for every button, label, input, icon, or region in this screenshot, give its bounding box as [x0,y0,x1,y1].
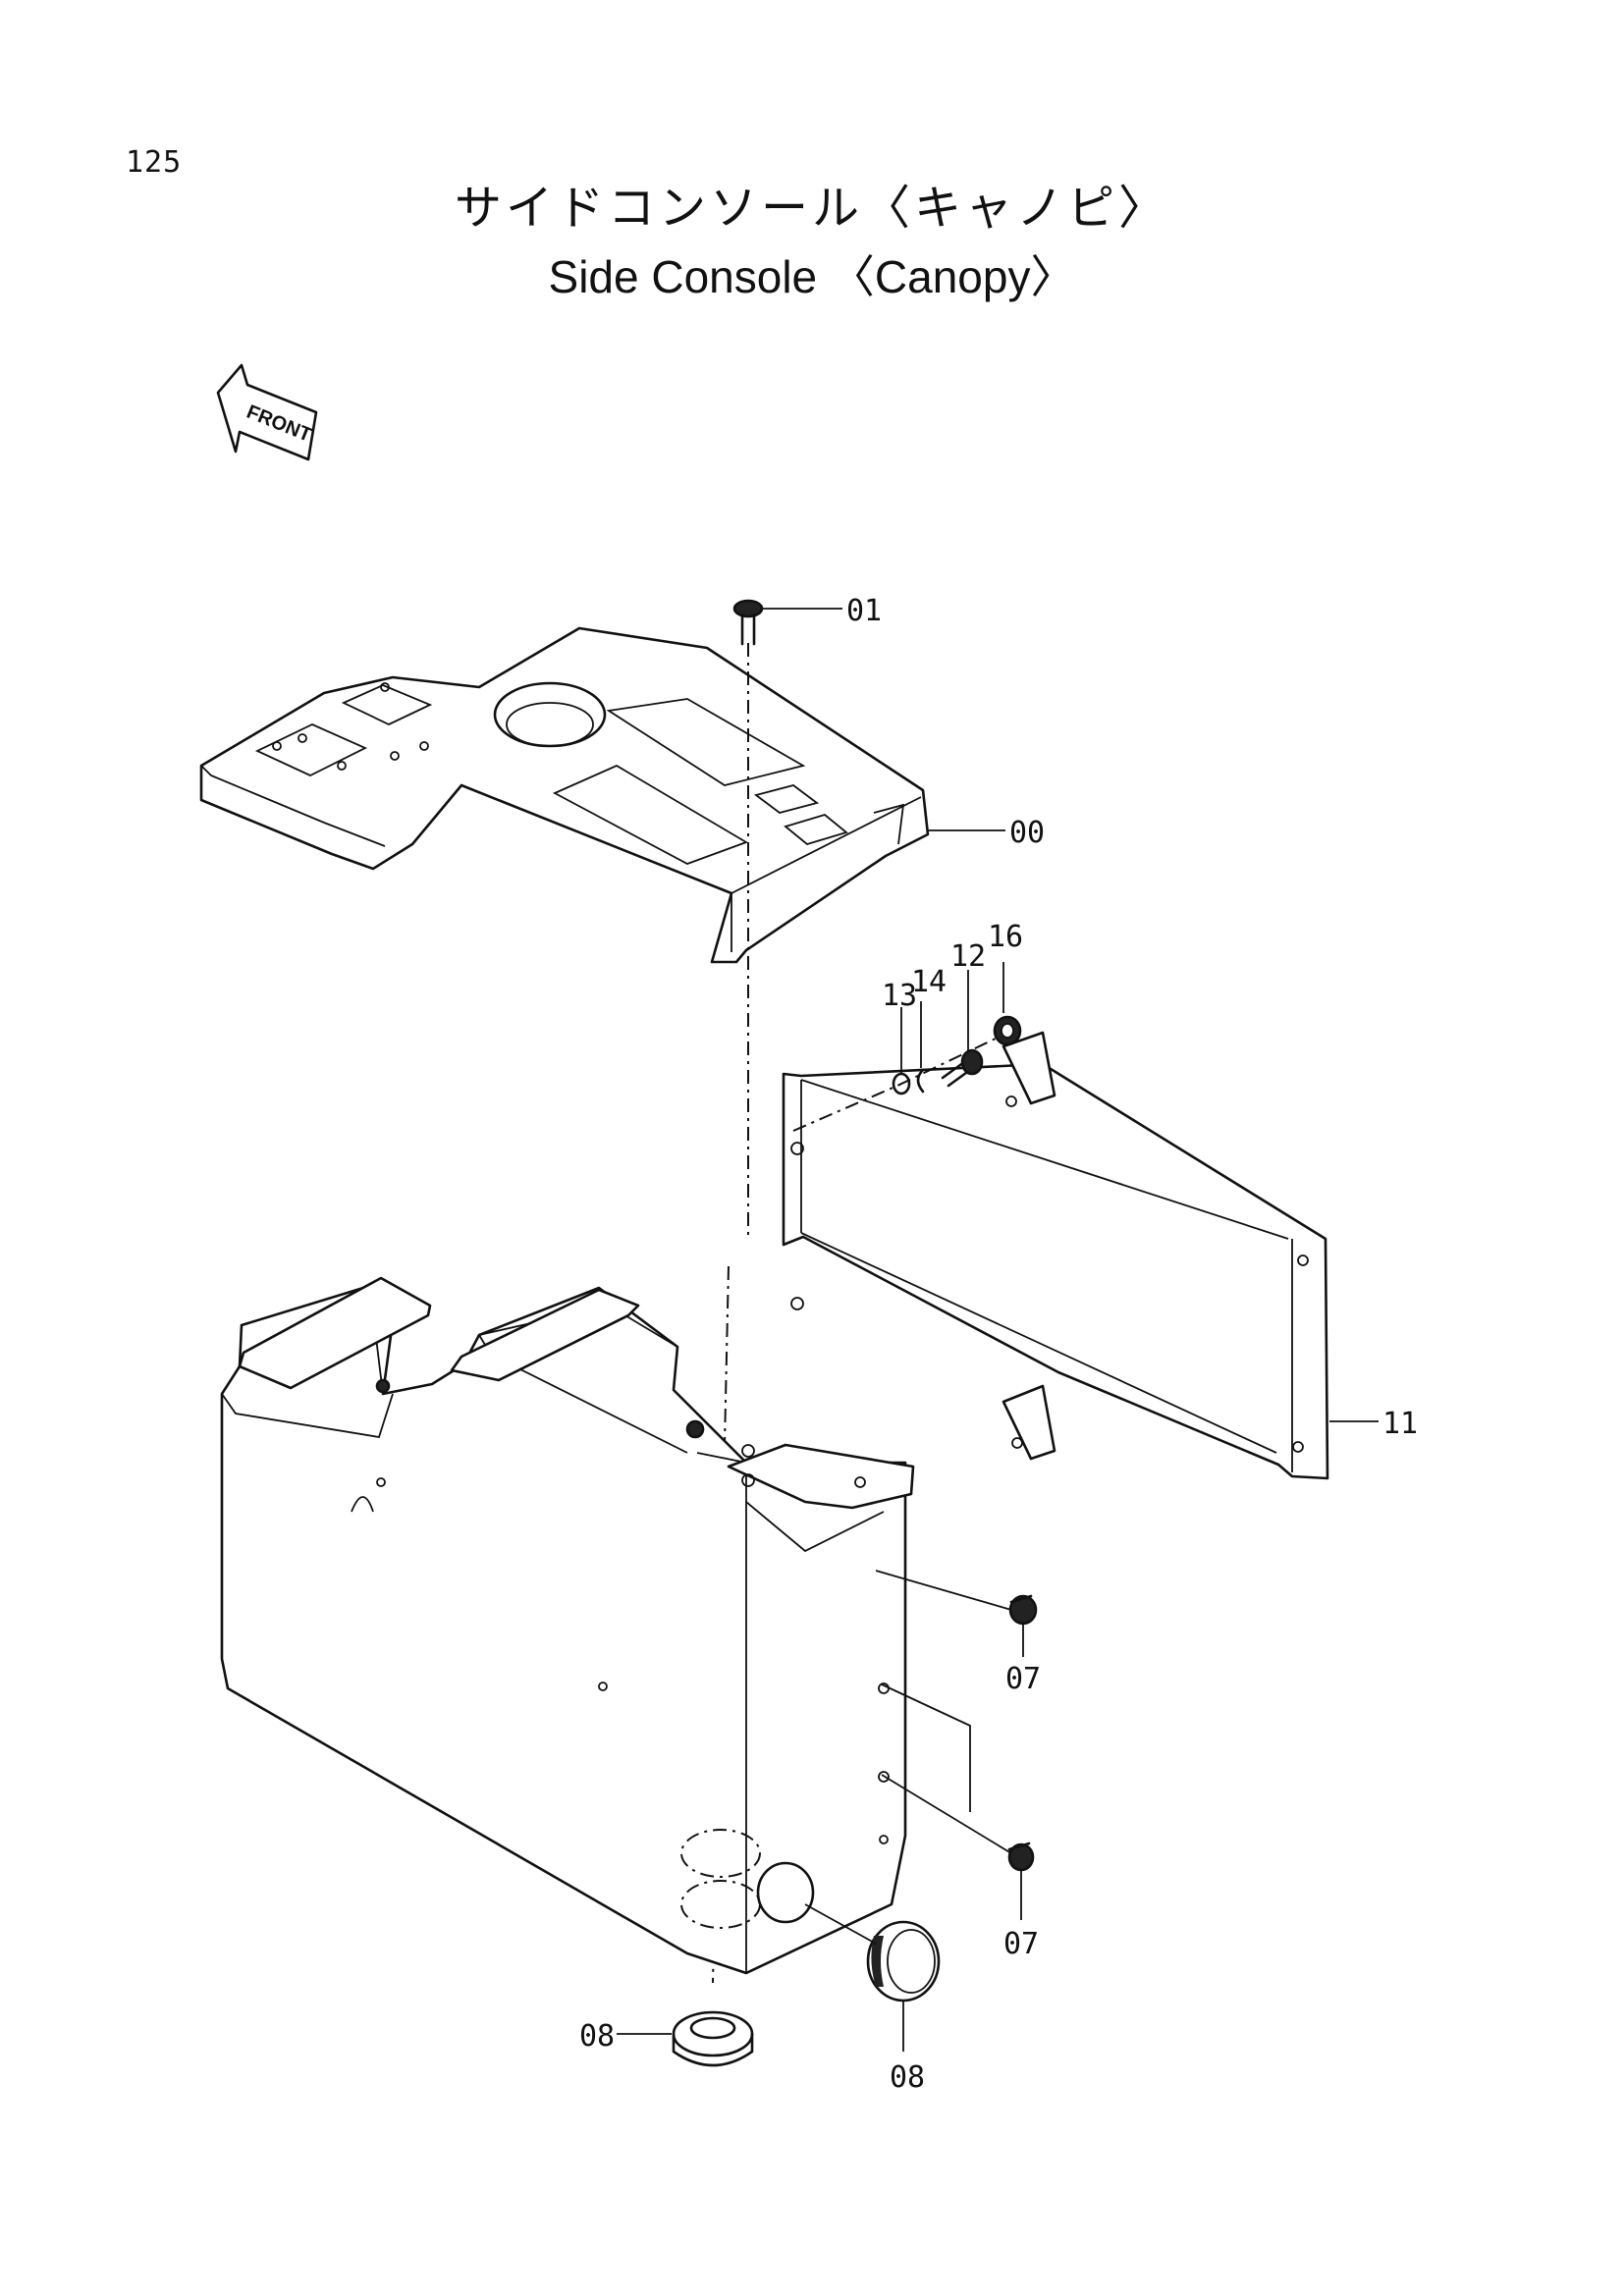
page-title-japanese: サイドコンソール〈キャノピ〉 [454,181,1169,236]
callout-07-upper: 07 [1005,1662,1041,1696]
part-08-grommet-ring [672,2010,754,2067]
part-07-plug-lower [1007,1842,1035,1872]
part-01-screw [732,599,764,646]
leader-08-cap-line [804,1903,877,1945]
callout-14: 14 [911,965,947,999]
part-14-spring-washer [916,1068,925,1094]
callout-08-cap: 08 [890,2060,925,2095]
page-number: 125 [126,145,183,180]
part-08-grommet-cap [866,1920,941,2002]
callout-00: 00 [1009,816,1045,850]
centerline-grommet [712,1265,730,1984]
leader-07-upper-line [875,1570,1012,1611]
callout-01: 01 [846,594,882,628]
callout-08-ring: 08 [579,2019,615,2054]
part-12-bolt [941,1048,984,1088]
leader-07-bracket-line [881,1683,971,1812]
front-arrow-icon: FRONT [216,363,318,461]
leader-07-lower-line [881,1774,1012,1854]
part-07-plug-upper [1008,1594,1038,1626]
console-box-body [220,1276,915,1975]
callout-12: 12 [950,939,986,974]
hardware-alignment-line [792,1036,1001,1132]
callout-11: 11 [1382,1407,1418,1441]
page-title-english: Side Console 〈Canopy〉 [548,251,1076,302]
callout-07-lower: 07 [1003,1927,1039,1961]
callout-16: 16 [988,920,1023,954]
callout-13: 13 [882,979,917,1013]
part-00-console-cover [199,626,930,964]
part-11-side-panel [782,1031,1329,1480]
part-16-nut [993,1015,1022,1046]
